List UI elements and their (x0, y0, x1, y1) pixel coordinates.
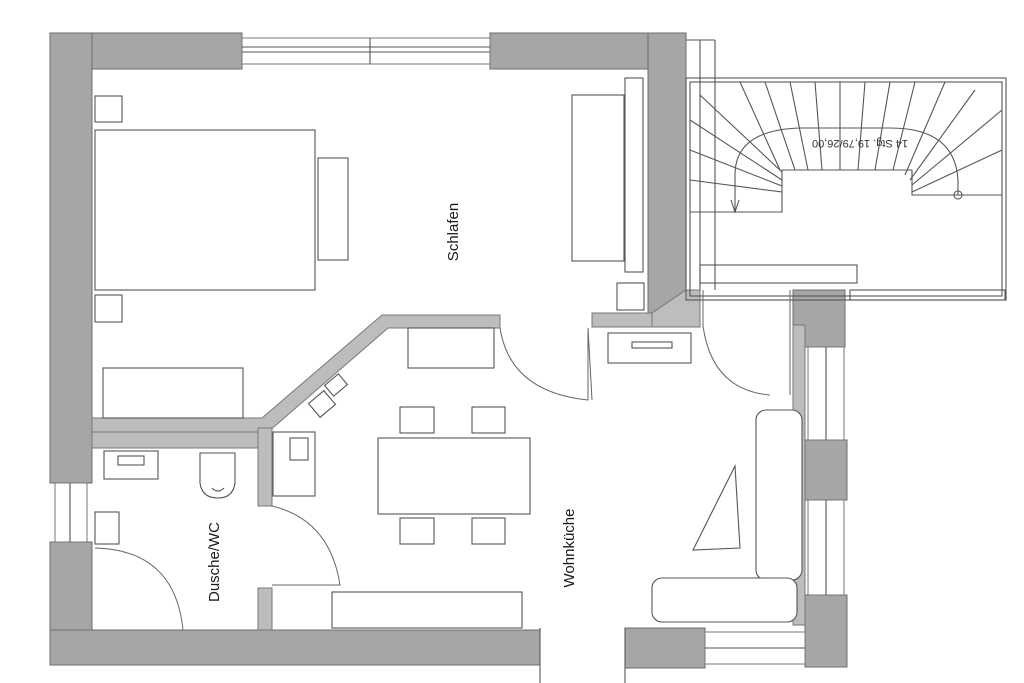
doors (499, 290, 791, 683)
side-table (692, 463, 741, 551)
stair-label: 14 Stg. 19,79/26,00 (812, 137, 908, 149)
staircase (685, 39, 1007, 301)
chair-top-left (399, 406, 435, 434)
corner-cabinet-b (323, 373, 349, 397)
bath-door-swing (271, 505, 341, 586)
nightstand-top (94, 95, 123, 123)
bed-pillow (317, 157, 349, 261)
wall-hall-diagonal (651, 289, 701, 328)
wall-bath-kitchen (257, 427, 273, 507)
chair-bottom-right (471, 517, 506, 545)
stove-burner (289, 437, 309, 461)
wall-left-upper (49, 32, 93, 484)
bath-cabinet (94, 511, 120, 545)
wall-bottom-right (624, 627, 706, 669)
wardrobe-side (624, 77, 644, 273)
chair-top-right (471, 406, 506, 434)
shower-curtain (94, 547, 184, 631)
toilet (199, 452, 236, 499)
bedroom-furniture (94, 77, 645, 419)
corner-cabinet-a (307, 389, 337, 419)
chair-bottom-left (399, 517, 435, 545)
bedroom-door (499, 327, 589, 401)
outer-walls (49, 32, 848, 669)
dresser (102, 367, 244, 419)
wall-kitchen-right-mid (804, 439, 848, 501)
wardrobe (571, 94, 625, 262)
window-left (54, 482, 88, 543)
wall-bottom-left (49, 629, 541, 666)
windows (54, 37, 845, 665)
room-label-wohnkueche: Wohnküche (561, 509, 578, 588)
sofa-back (755, 409, 803, 581)
wall-bedroom-right (647, 32, 687, 314)
kitchen-furniture (272, 327, 803, 629)
kitchen-counter-top (407, 327, 495, 369)
hall-door (702, 290, 771, 396)
sofa-seat (651, 577, 798, 623)
sideboard (331, 591, 523, 629)
bedroom-stool (616, 282, 645, 311)
wall-kitchen-right-bottom (804, 594, 848, 668)
wall-bath-kitchen-lower (257, 587, 273, 631)
dining-table (377, 437, 531, 515)
double-bed (94, 129, 316, 291)
nightstand-bottom (94, 294, 123, 323)
room-label-schlafen: Schlafen (445, 203, 462, 261)
hall-shelf-inner (631, 341, 673, 349)
room-label-dusche-wc: Dusche/WC (206, 522, 223, 602)
wall-bedroom-door-stub (591, 312, 653, 328)
wall-bath-top (91, 431, 259, 449)
washbasin-bowl (117, 455, 145, 466)
window-top (241, 37, 491, 65)
bathroom-fixtures (94, 450, 341, 631)
